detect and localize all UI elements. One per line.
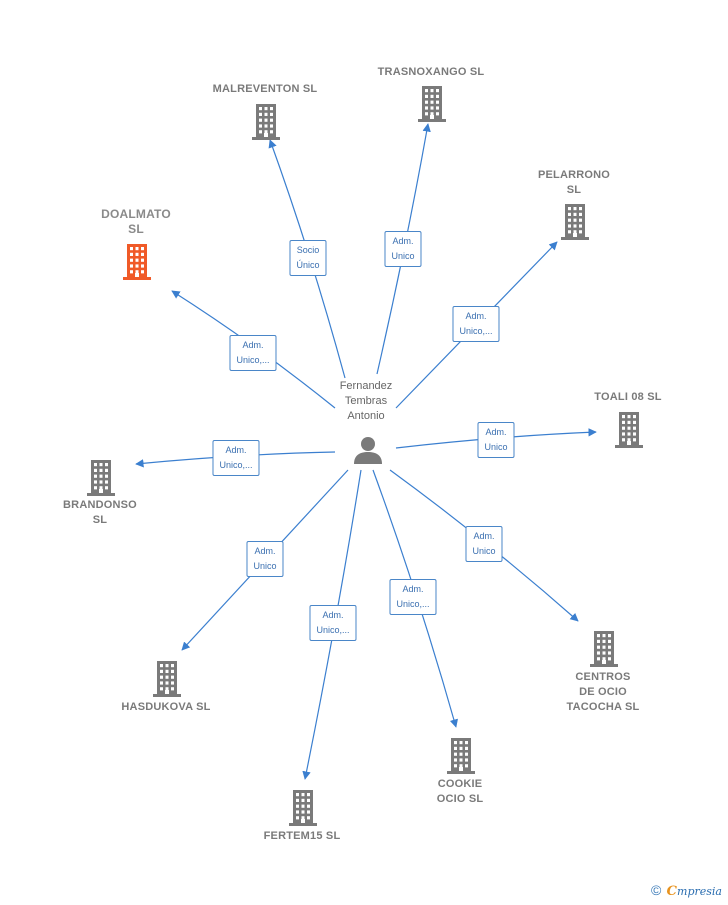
company-name-cookie[interactable]: COOKIE OCIO SL [436,778,484,805]
building-icon[interactable] [150,659,184,697]
building-icon[interactable] [120,242,154,280]
relation-label-hasdukova[interactable]: Adm. Unico [246,541,284,577]
building-icon[interactable] [415,84,449,122]
brand-logo-text: mpresia [677,885,722,898]
building-icon[interactable] [444,736,478,774]
building-icon[interactable] [286,788,320,826]
company-name-toali[interactable]: TOALI 08 SL [594,391,662,403]
company-name-malreventon[interactable]: MALREVENTON SL [212,83,318,95]
relation-label-centros[interactable]: Adm. Unico [465,526,503,562]
copyright-icon: © [651,882,662,898]
company-name-doalmato[interactable]: DOALMATO SL [101,207,171,236]
company-name-pelarrono[interactable]: PELARRONO SL [537,169,611,196]
building-icon[interactable] [612,410,646,448]
relation-label-fertem[interactable]: Adm. Unico,... [309,605,357,641]
person-icon[interactable] [352,434,384,466]
brand-footer: © Cmpresia [651,882,722,899]
relation-label-cookie[interactable]: Adm. Unico,... [389,579,437,615]
brand-logo-initial: C [666,884,678,899]
relation-label-malreventon[interactable]: Socio Único [289,240,327,276]
building-icon[interactable] [84,458,118,496]
relation-label-brandonso[interactable]: Adm. Unico,... [212,440,260,476]
relation-label-trasnoxango[interactable]: Adm. Unico [384,231,422,267]
relation-label-doalmato[interactable]: Adm. Unico,... [229,335,277,371]
person-name: Fernandez Tembras Antonio [339,380,393,422]
building-icon[interactable] [587,629,621,667]
company-name-hasdukova[interactable]: HASDUKOVA SL [121,701,211,713]
company-name-trasnoxango[interactable]: TRASNOXANGO SL [377,66,485,78]
company-name-brandonso[interactable]: BRANDONSO SL [63,499,137,526]
company-name-fertem[interactable]: FERTEM15 SL [263,830,341,842]
building-icon[interactable] [558,202,592,240]
building-icon[interactable] [249,102,283,140]
company-name-centros[interactable]: CENTROS DE OCIO TACOCHA SL [566,671,640,713]
relation-label-toali[interactable]: Adm. Unico [477,422,515,458]
relation-label-pelarrono[interactable]: Adm. Unico,... [452,306,500,342]
